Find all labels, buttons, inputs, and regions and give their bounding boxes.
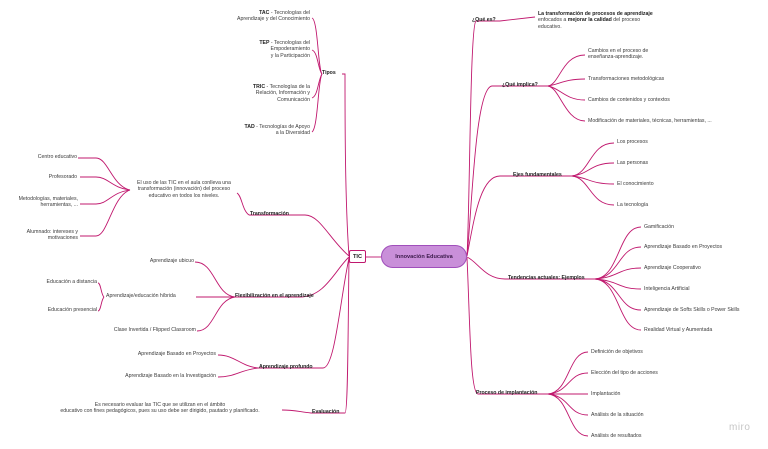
miro-logo: miro	[729, 422, 751, 433]
central-node[interactable]: Innovación Educativa	[381, 245, 467, 268]
tendencias-softskills[interactable]: Aprendizaje de Softs Skills o Power Skil…	[644, 307, 740, 313]
ejes-personas[interactable]: Las personas	[617, 160, 649, 166]
profundo-abi[interactable]: Aprendizaje Basado en la Investigación	[125, 373, 216, 379]
branch-proceso	[466, 257, 548, 395]
node-evaluacion[interactable]: Evaluación	[312, 409, 340, 415]
que-es-desc[interactable]: La transformación de procesos de aprendi…	[538, 11, 653, 30]
flex-hibrida[interactable]: Aprendizaje/educación híbrida	[106, 293, 176, 299]
node-transformacion[interactable]: Transformación	[250, 211, 289, 217]
branch-que-implica	[466, 85, 548, 257]
branch-que-es	[466, 20, 500, 257]
tendencias-cooperativo[interactable]: Aprendizaje Cooperativo	[644, 265, 701, 271]
flex-presencial[interactable]: Educación presencial	[47, 307, 97, 313]
branch-evaluacion	[311, 257, 350, 414]
node-profundo[interactable]: Aprendizaje profundo	[259, 364, 313, 370]
tic-node[interactable]: TIC	[349, 250, 366, 263]
ejes-conocimiento[interactable]: El conocimiento	[617, 181, 654, 187]
ejes-tecnologia[interactable]: La tecnología	[617, 202, 649, 208]
transformacion-centro[interactable]: Centro educativo	[37, 154, 77, 160]
flex-invertida[interactable]: Clase Invertida / Flipped Classroom	[113, 327, 196, 333]
branch-transformacion	[249, 214, 350, 257]
implica-metodologicas[interactable]: Transformaciones metodológicas	[588, 76, 665, 82]
transformacion-metodologias[interactable]: Metodologías, materiales,herramientas, .…	[18, 196, 78, 209]
tendencias-realidad[interactable]: Realidad Virtual y Aumentada	[644, 327, 713, 333]
flex-ubicuo[interactable]: Aprendizaje ubicuo	[149, 258, 194, 264]
proceso-situacion[interactable]: Análisis de la situación	[591, 412, 644, 418]
tendencias-gamificacion[interactable]: Gamificación	[644, 224, 674, 230]
proceso-objetivos[interactable]: Definición de objetivos	[591, 349, 643, 355]
node-que-implica[interactable]: ¿Qué implica?	[502, 82, 538, 88]
branch-ejes	[466, 175, 572, 257]
evaluacion-desc[interactable]: Es necesario evaluar las TIC que se util…	[60, 402, 260, 415]
node-flexibilizacion[interactable]: Flexibilización en el aprendizaje	[235, 293, 314, 299]
node-tipos[interactable]: Tipos	[322, 70, 336, 76]
node-tendencias[interactable]: Tendencias actuales: Ejemplos	[508, 275, 585, 281]
transformacion-profesorado[interactable]: Profesorado	[48, 174, 77, 180]
branch-profundo	[258, 257, 350, 369]
branch-tendencias	[466, 256, 595, 280]
proceso-acciones[interactable]: Elección del tipo de acciones	[591, 370, 658, 376]
ejes-procesos[interactable]: Los procesos	[617, 139, 648, 145]
node-que-es[interactable]: ¿Qué es?	[472, 17, 496, 23]
profundo-abp[interactable]: Aprendizaje Basado en Proyectos	[137, 351, 216, 357]
transformacion-desc[interactable]: El uso de las TIC en el aula conlleva un…	[137, 180, 231, 199]
branch-flexibilizacion	[235, 256, 350, 298]
tendencias-abp[interactable]: Aprendizaje Basado en Proyectos	[644, 244, 723, 250]
proceso-implantacion[interactable]: Implantación	[591, 391, 621, 397]
proceso-resultados[interactable]: Análisis de resultados	[591, 433, 642, 439]
flex-distancia[interactable]: Educación a distancia	[46, 279, 97, 285]
node-proceso[interactable]: Proceso de implantación	[476, 390, 538, 396]
implica-contenidos[interactable]: Cambios de contenidos y contextos	[588, 97, 670, 103]
branch-tipos	[342, 73, 350, 257]
tendencias-ia[interactable]: Inteligencia Artificial	[644, 286, 690, 292]
implica-materiales[interactable]: Modificación de materiales, técnicas, he…	[588, 118, 712, 124]
node-ejes[interactable]: Ejes fundamentales	[513, 172, 562, 178]
